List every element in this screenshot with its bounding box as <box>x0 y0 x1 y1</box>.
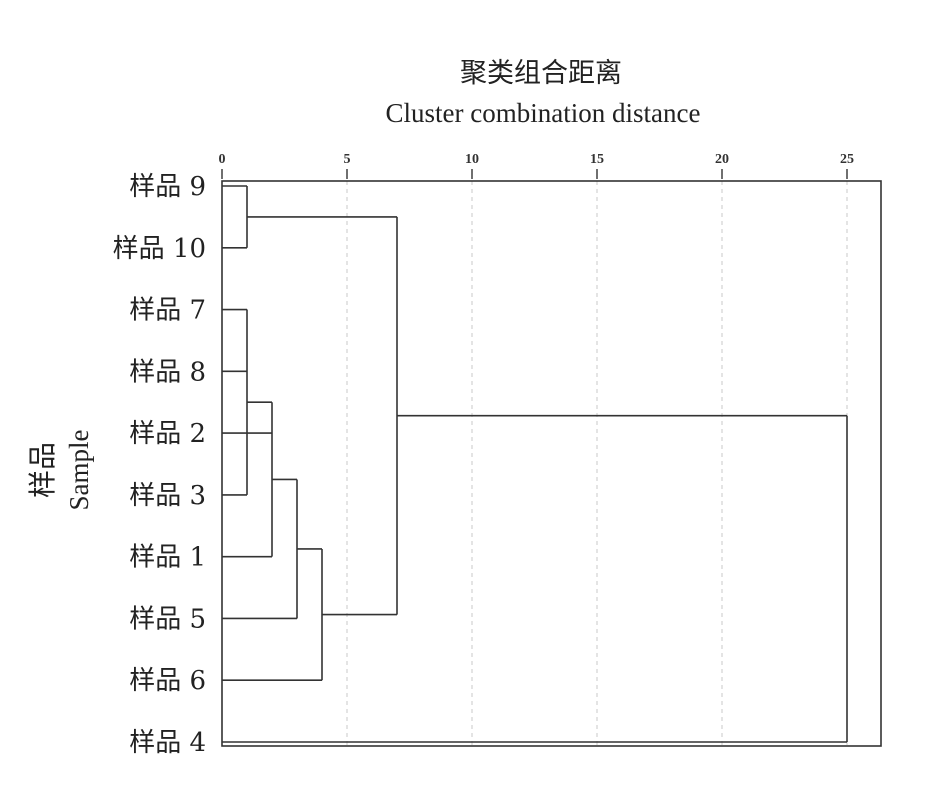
chart-title: 聚类组合距离 <box>460 58 622 89</box>
leaf-label-1: 样品 1 <box>129 543 206 573</box>
leaf-label-8: 样品 8 <box>129 357 206 387</box>
y-axis-label-cn: 样品 <box>26 442 59 498</box>
x-tick-label-5: 5 <box>344 152 351 167</box>
chart-subtitle: Cluster combination distance <box>386 98 701 128</box>
leaf-label-2: 样品 2 <box>129 419 206 449</box>
x-tick-label-25: 25 <box>840 152 854 167</box>
x-tick-label-10: 10 <box>465 152 479 167</box>
leaf-label-5: 样品 5 <box>129 604 206 634</box>
x-tick-label-0: 0 <box>219 152 226 167</box>
leaf-label-7: 样品 7 <box>129 296 206 326</box>
leaf-label-10: 样品 10 <box>113 234 206 264</box>
x-axis-ticks: 0 5 10 15 20 25 <box>219 152 854 179</box>
leaf-label-3: 样品 3 <box>129 481 206 511</box>
leaf-label-9: 样品 9 <box>129 172 206 202</box>
x-tick-label-15: 15 <box>590 152 604 167</box>
y-axis-label-en: Sample <box>64 429 94 510</box>
x-tick-label-20: 20 <box>715 152 729 167</box>
leaf-labels: 样品 9 样品 10 样品 7 样品 8 样品 2 样品 3 样品 1 样品 5 样品 6 样品 … <box>113 172 206 758</box>
dendrogram-links <box>222 185 848 743</box>
leaf-label-6: 样品 6 <box>129 666 206 696</box>
y-axis-label: 样品 Sample <box>26 429 94 510</box>
leaf-label-4: 样品 4 <box>129 728 206 758</box>
grid-lines <box>346 181 848 746</box>
plot-frame <box>221 180 882 747</box>
